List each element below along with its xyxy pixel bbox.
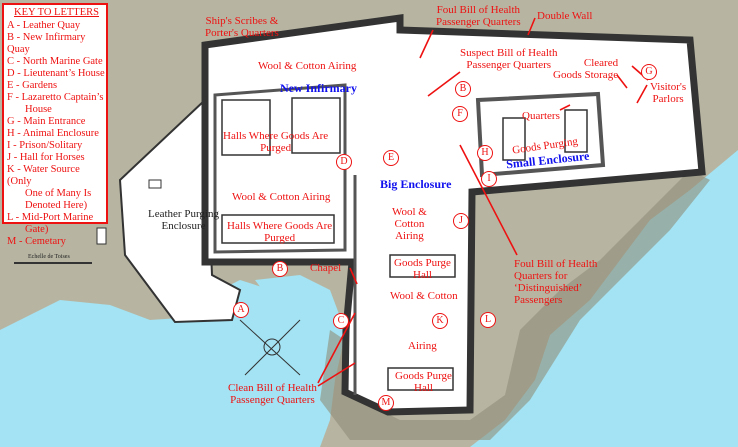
chapel-label: Chapel: [310, 262, 342, 274]
hall: [221, 214, 335, 244]
ships-scribes-label: Ship's Scribes &Porter's Quarters: [205, 15, 279, 39]
building-west: [96, 227, 107, 245]
wool-cotton-label: Wool & Cotton: [390, 290, 458, 302]
new-infirmary-label: New Infirmary: [280, 81, 357, 95]
key-item: F - Lazaretto Captain’s: [7, 92, 104, 103]
marker-i: I: [481, 171, 497, 187]
key-item: H - Animal Enclosure: [7, 128, 99, 139]
hall: [291, 97, 341, 154]
scale-label: Echelle de Toises: [28, 254, 70, 260]
key-item: M - Cemetary: [7, 236, 66, 247]
hall: [502, 117, 526, 161]
key-item-cont: Denoted Here): [25, 200, 88, 211]
marker-d: D: [336, 154, 352, 170]
key-item: B - New Infirmary Quay: [7, 32, 86, 55]
hall: [387, 367, 454, 391]
key-item: D - Lieutenant’s House: [7, 68, 105, 79]
marker-l: L: [480, 312, 496, 328]
marker-k: K: [432, 313, 448, 329]
marker-g: G: [641, 64, 657, 80]
big-enclosure-label: Big Enclosure: [380, 177, 452, 191]
marker-c: C: [333, 313, 349, 329]
key-item: C - North Marine Gate: [7, 56, 103, 67]
key-item: L - Mid-Port Marine: [7, 212, 94, 223]
rocky-coast: [320, 170, 710, 440]
hall: [221, 99, 271, 156]
airing-label: Airing: [408, 340, 437, 352]
key-item: J - Hall for Horses: [7, 152, 85, 163]
key-item-cont: House: [25, 104, 52, 115]
hall: [564, 109, 588, 153]
marker-a: A: [233, 302, 249, 318]
wool-airing-label: Wool & Cotton Airing: [258, 60, 357, 72]
wool-airing-label: Wool & Cotton Airing: [232, 191, 331, 203]
key-item-cont: One of Many Is: [25, 188, 92, 199]
sea-west: [0, 280, 345, 447]
sea-harbor: [255, 275, 345, 345]
key-title: KEY TO LETTERS: [14, 7, 99, 18]
marker-e: E: [383, 150, 399, 166]
building-west: [148, 179, 162, 189]
marker-j: J: [453, 213, 469, 229]
marker-m: M: [378, 395, 394, 411]
marker-b-north: B: [455, 81, 471, 97]
key-to-letters: KEY TO LETTERS A - Leather Quay B - New …: [2, 3, 108, 247]
quarters-label: Quarters: [522, 110, 560, 122]
new-infirmary-wall: [213, 83, 347, 254]
marker-b: B: [272, 261, 288, 277]
hall: [389, 254, 456, 278]
key-item: E - Gardens: [7, 80, 58, 91]
key-item: I - Prison/Solitary: [7, 140, 83, 151]
compass-rose: [239, 319, 301, 376]
key-item-cont: Gate): [25, 224, 49, 235]
key-item: G - Main Entrance: [7, 116, 86, 127]
double-wall-label: Double Wall: [537, 10, 593, 22]
marker-f: F: [452, 106, 468, 122]
key-item: A - Leather Quay: [7, 20, 81, 31]
marker-h: H: [477, 145, 493, 161]
key-item: K - Water Source (Only: [7, 164, 80, 187]
